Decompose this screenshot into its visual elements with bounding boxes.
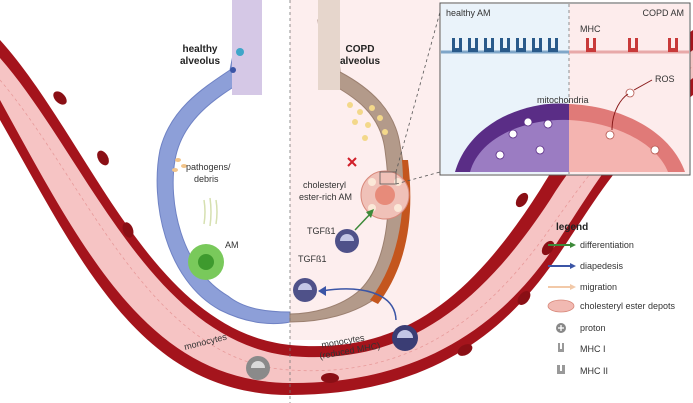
legend-mhc2-icon — [557, 365, 565, 374]
copd-fibrosis — [370, 160, 411, 304]
ros-arrow-2 — [633, 79, 653, 91]
legend-mhc2-label: MHC II — [580, 366, 608, 376]
healthy-alveolus-title-2: alveolus — [180, 56, 220, 67]
blocked-cross-icon — [347, 157, 357, 167]
mitochondrion-copd — [569, 104, 685, 172]
pathogens-label-2: debris — [194, 174, 219, 184]
legend-mhc1-icon — [558, 343, 564, 352]
copd-epithelium — [318, 0, 340, 90]
legend-migration-label: migration — [580, 282, 617, 292]
zoom-box — [379, 171, 397, 185]
monocyte-differentiating — [335, 229, 359, 253]
monocyte-diapedesis — [293, 278, 317, 302]
legend-proton-label: proton — [580, 323, 606, 333]
copd-alveolus-wall — [289, 19, 407, 323]
zoom-line-top — [395, 11, 441, 173]
healthy-epithelium — [232, 0, 262, 95]
zoom-line-bottom — [395, 171, 441, 185]
pathogens-icon — [172, 158, 187, 172]
copd-alveolus-title-1: COPD — [346, 44, 375, 55]
blood-vessel-lumen — [0, 50, 693, 384]
diapedesis-arrow — [321, 288, 397, 321]
copd-debris-icon — [347, 102, 388, 141]
legend-depots-swatch — [547, 299, 575, 313]
legend-depots-label: cholesteryl ester depots — [580, 301, 676, 311]
cholesteryl-label-1: cholesteryl — [303, 180, 346, 190]
healthy-epithelial-nucleus — [236, 48, 244, 56]
copd-background — [290, 0, 440, 340]
legend-mhc1-label: MHC I — [580, 344, 606, 354]
am-label: AM — [225, 240, 239, 250]
legend-title: legend — [556, 222, 588, 233]
proton-icons — [495, 117, 553, 160]
cholesteryl-ester-rich-am — [360, 170, 410, 220]
monocyte-healthy — [246, 356, 270, 380]
diapedesis-arrowhead — [318, 286, 326, 296]
legend-diapedesis-label: diapedesis — [580, 261, 624, 271]
inset-ros-label: ROS — [655, 74, 675, 84]
inset-mitochondria-label: mitochondria — [537, 95, 589, 105]
inset-healthy-label: healthy AM — [446, 8, 491, 18]
pathogens-label-1: pathogens/ — [186, 162, 231, 172]
tgfb-label-lower: TGFß1 — [298, 254, 327, 264]
healthy-alveolar-macrophage — [188, 244, 224, 280]
healthy-alveolus-title-1: healthy — [182, 44, 217, 55]
mhc-receptors-healthy — [452, 38, 558, 52]
motion-lines-icon — [203, 197, 218, 227]
tgfb-label-upper: TGFß1 — [307, 226, 336, 236]
red-blood-cells — [53, 75, 680, 383]
legend: legend differentiation diapedesis migrat… — [547, 222, 676, 376]
differentiation-arrowhead — [366, 209, 374, 218]
healthy-epithelial-nucleus-2 — [230, 67, 236, 73]
copd-alveolus-title-2: alveolus — [340, 56, 380, 67]
monocyte-reduced-mhc — [392, 325, 418, 351]
cholesteryl-label-2: ester-rich AM — [299, 192, 352, 202]
inset-copd-label: COPD AM — [642, 8, 684, 18]
inset-mhc-label: MHC — [580, 24, 601, 34]
legend-differentiation-label: differentiation — [580, 240, 634, 250]
ros-arrow — [611, 93, 629, 131]
proton-icons-copd — [605, 88, 660, 155]
mhc-receptors-copd — [586, 38, 678, 52]
